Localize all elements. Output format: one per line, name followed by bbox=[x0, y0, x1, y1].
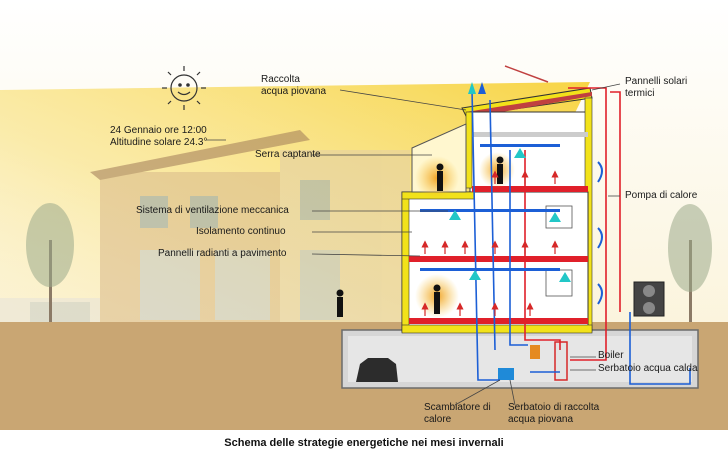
house-section bbox=[401, 87, 593, 334]
label-hot-water-tank: Serbatoio acqua calda bbox=[598, 363, 698, 374]
label-line: Serbatoio di raccolta bbox=[508, 402, 600, 413]
solar-ray-arrow bbox=[504, 65, 549, 83]
boiler-icon bbox=[530, 345, 540, 359]
label-line: Scambiatore di bbox=[424, 402, 491, 413]
background-building bbox=[0, 130, 410, 322]
people-icons bbox=[336, 156, 504, 317]
leader-lines bbox=[206, 83, 621, 406]
heat-pump-icon bbox=[633, 281, 665, 317]
label-line: calore bbox=[424, 414, 452, 425]
sun-info: 24 Gennaio ore 12:00 Altitudine solare 2… bbox=[110, 125, 207, 149]
label-line: acqua piovana bbox=[508, 414, 574, 425]
label-heat-exchanger: Scambiatore di calore bbox=[424, 402, 491, 426]
hot-water-tank-icon bbox=[554, 341, 568, 381]
label-floor-heating: Pannelli radianti a pavimento bbox=[158, 248, 287, 259]
label-line: acqua piovana bbox=[261, 86, 327, 97]
figure-caption: Schema delle strategie energetiche nei m… bbox=[224, 437, 504, 449]
label-rainwater-collection: Raccolta acqua piovana bbox=[261, 74, 326, 98]
energy-strategy-diagram bbox=[0, 0, 728, 430]
label-line: Raccolta bbox=[261, 74, 300, 85]
label-insulation: Isolamento continuo bbox=[196, 226, 286, 237]
sun-altitude: Altitudine solare 24.3° bbox=[110, 137, 208, 148]
label-sunspace: Serra captante bbox=[255, 149, 321, 160]
label-line: Pannelli solari bbox=[625, 76, 688, 87]
label-solar-panels: Pannelli solari termici bbox=[625, 76, 687, 100]
label-ventilation: Sistema di ventilazione meccanica bbox=[136, 205, 289, 216]
air-flow-arrows bbox=[597, 161, 603, 305]
tree-left bbox=[26, 203, 74, 325]
label-heat-pump: Pompa di calore bbox=[625, 190, 698, 201]
radiant-floor-0 bbox=[409, 318, 588, 324]
tree-right bbox=[668, 204, 712, 330]
heat-exchanger-icon bbox=[498, 368, 514, 380]
car-icon bbox=[356, 358, 398, 382]
label-rain-tank: Serbatoio di raccolta acqua piovana bbox=[508, 402, 599, 426]
radiant-floor-2 bbox=[472, 186, 588, 192]
heat-arrows bbox=[421, 170, 559, 316]
basement-garage bbox=[341, 329, 699, 389]
ventilation-system bbox=[420, 82, 571, 282]
radiant-floor-1 bbox=[409, 256, 588, 262]
sun-date-time: 24 Gennaio ore 12:00 bbox=[110, 125, 207, 136]
label-line: termici bbox=[625, 88, 655, 99]
sun-icon bbox=[162, 66, 206, 110]
label-boiler: Boiler bbox=[598, 350, 624, 361]
